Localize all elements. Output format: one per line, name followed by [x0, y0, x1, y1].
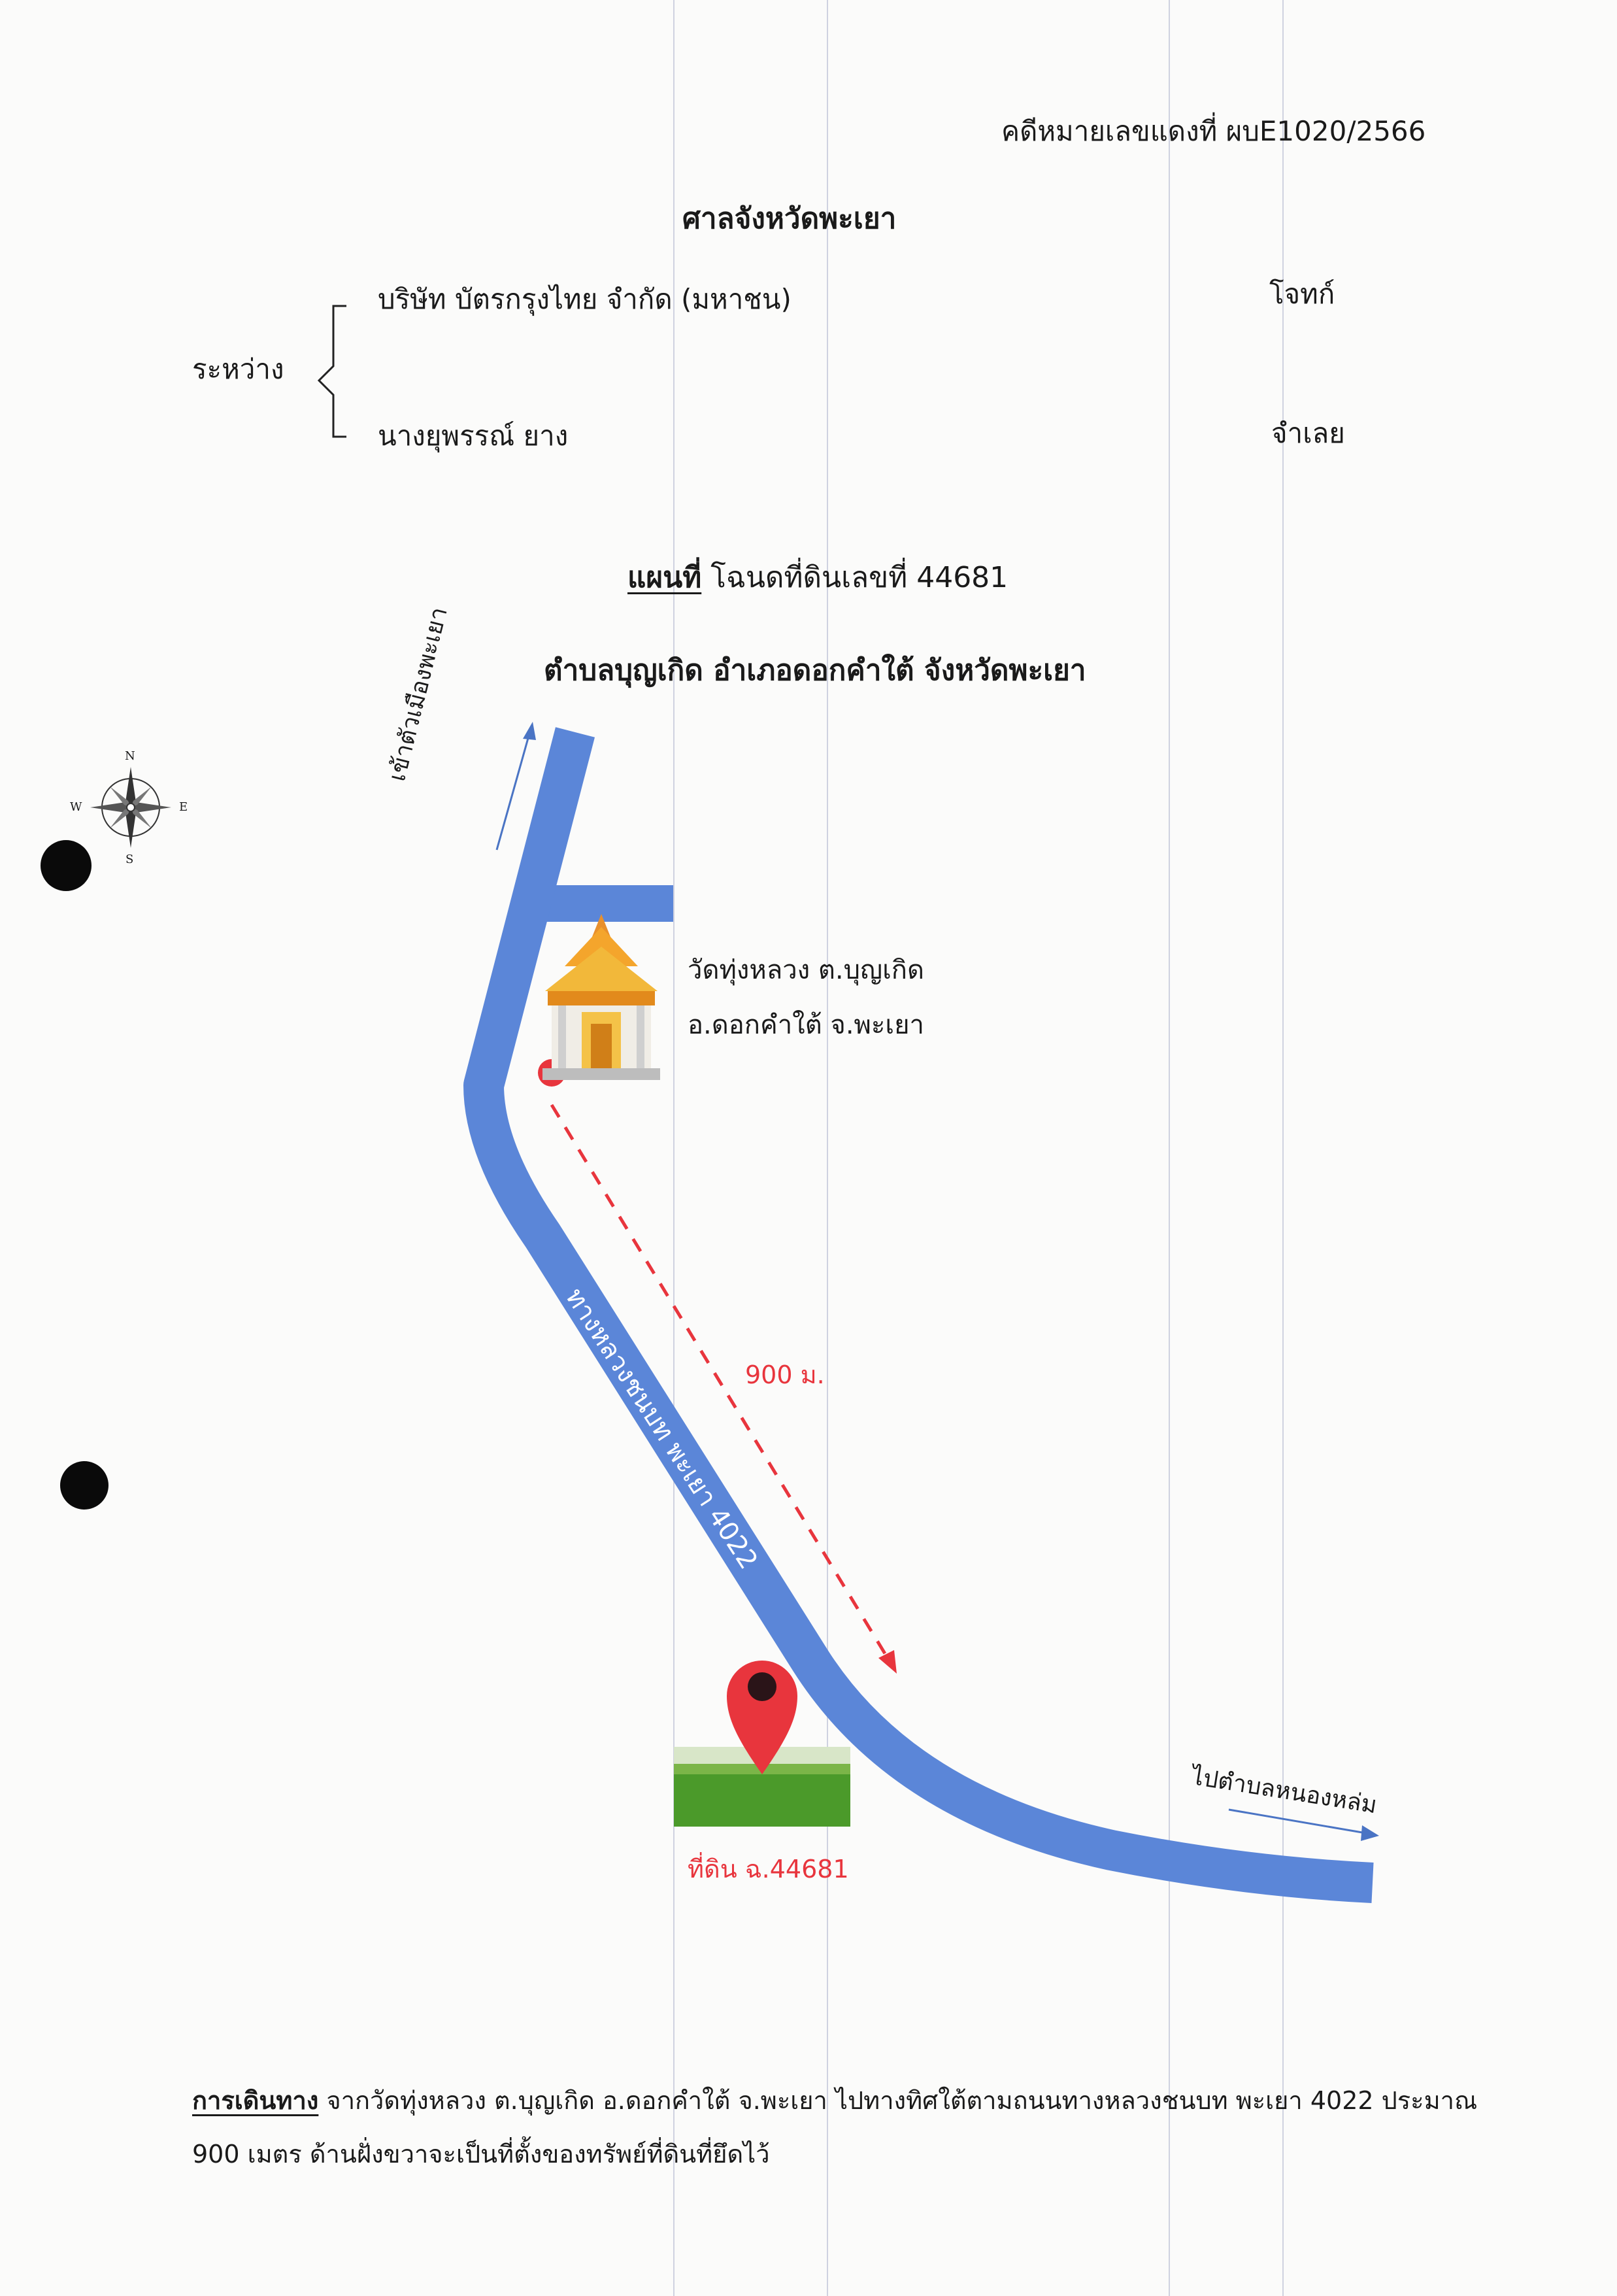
arrow-to-district [1228, 1808, 1367, 1834]
court-name: ศาลจังหวัดพะเยา [682, 202, 897, 235]
punch-hole [60, 1461, 108, 1510]
map-title-prefix: แผนที่ [627, 561, 702, 594]
compass-south: S [125, 853, 134, 866]
plaintiff-role: โจทก์ [1269, 278, 1335, 310]
map-location: ตำบลบุญเกิด อำเภอดอกคำใต้ จังหวัดพะเยา [544, 654, 1086, 687]
plaintiff-name: บริษัท บัตรกรุงไทย จำกัด (มหาชน) [378, 283, 792, 315]
case-number: คดีหมายเลขแดงที่ ผบE1020/2566 [1001, 115, 1426, 147]
between-label: ระหว่าง [192, 353, 284, 385]
fold-line [673, 0, 675, 2296]
arrow-to-city [495, 733, 531, 851]
punch-hole [41, 840, 92, 891]
map-title-rest: โฉนดที่ดินเลขที่ 44681 [701, 561, 1009, 594]
distance-arrow-head [878, 1650, 897, 1674]
fold-line [1282, 0, 1284, 2296]
directions-label: การเดินทาง [192, 2086, 319, 2115]
directions-line1: การเดินทาง จากวัดทุ่งหลวง ต.บุญเกิด อ.ดอ… [192, 2088, 1477, 2113]
main-road [463, 727, 1374, 1903]
fold-line [827, 0, 828, 2296]
defendant-role: จำเลย [1271, 417, 1345, 449]
temple-label-line1: วัดทุ่งหลวง ต.บุญเกิด [688, 955, 924, 985]
compass-north: N [125, 749, 135, 763]
fold-line [1169, 0, 1170, 2296]
compass-west: W [70, 800, 82, 814]
road-network [463, 727, 1374, 1903]
land-label: ที่ดิน ฉ.44681 [688, 1855, 849, 1883]
directions-line2: 900 เมตร ด้านฝั่งขวาจะเป็นที่ตั้งของทรัพ… [192, 2140, 770, 2169]
distance-line [550, 1104, 890, 1659]
compass-east: E [179, 800, 188, 814]
map-title: แผนที่ โฉนดที่ดินเลขที่ 44681 [627, 564, 1008, 592]
distance-label: 900 ม. [745, 1360, 825, 1389]
compass-rose [90, 767, 171, 848]
brace [317, 305, 346, 438]
map-pin-icon [727, 1661, 797, 1774]
temple-label-line2: อ.ดอกคำใต้ จ.พะเยา [688, 1010, 924, 1040]
directions-text-1: จากวัดทุ่งหลวง ต.บุญเกิด อ.ดอกคำใต้ จ.พะ… [318, 2086, 1478, 2115]
temple-icon [542, 914, 660, 1080]
arrow-to-district-head [1361, 1825, 1379, 1841]
arrow-to-city-head [523, 722, 536, 740]
defendant-name: นางยุพรรณ์ ยาง [378, 420, 569, 452]
